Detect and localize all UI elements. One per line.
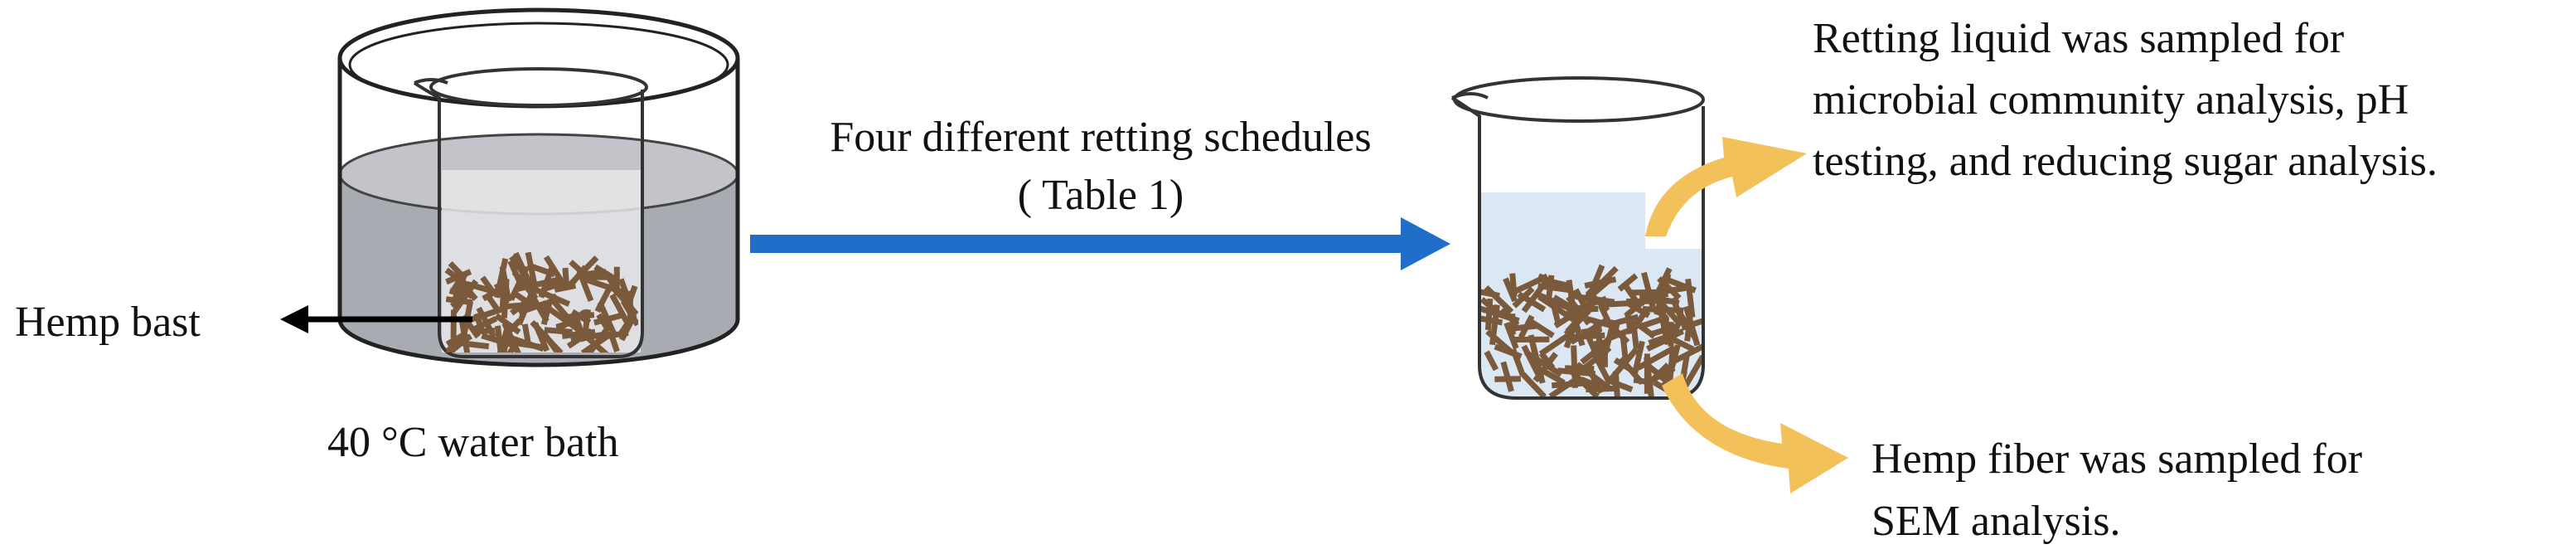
liquid-sampling-text-line2: microbial community analysis, pH bbox=[1813, 76, 2409, 124]
beaker-icon bbox=[414, 69, 646, 357]
fiber-sampling-text-line2: SEM analysis. bbox=[1871, 498, 2120, 545]
fiber-sampling-text-line1: Hemp fiber was sampled for bbox=[1871, 435, 2362, 483]
water-bath-label: 40 °C water bath bbox=[327, 419, 618, 466]
process-arrow bbox=[750, 217, 1450, 270]
schedule-label-line2: ( Table 1) bbox=[1018, 172, 1184, 219]
schedule-label-line1: Four different retting schedules bbox=[830, 114, 1371, 161]
liquid-sampling-text-line3: testing, and reducing sugar analysis. bbox=[1813, 138, 2438, 185]
hemp-bast-label: Hemp bast bbox=[15, 299, 201, 346]
liquid-sampling-text-line1: Retting liquid was sampled for bbox=[1813, 15, 2344, 62]
fiber-sampling-arrow bbox=[1662, 373, 1848, 493]
liquid-sampling-arrow bbox=[1645, 137, 1807, 236]
